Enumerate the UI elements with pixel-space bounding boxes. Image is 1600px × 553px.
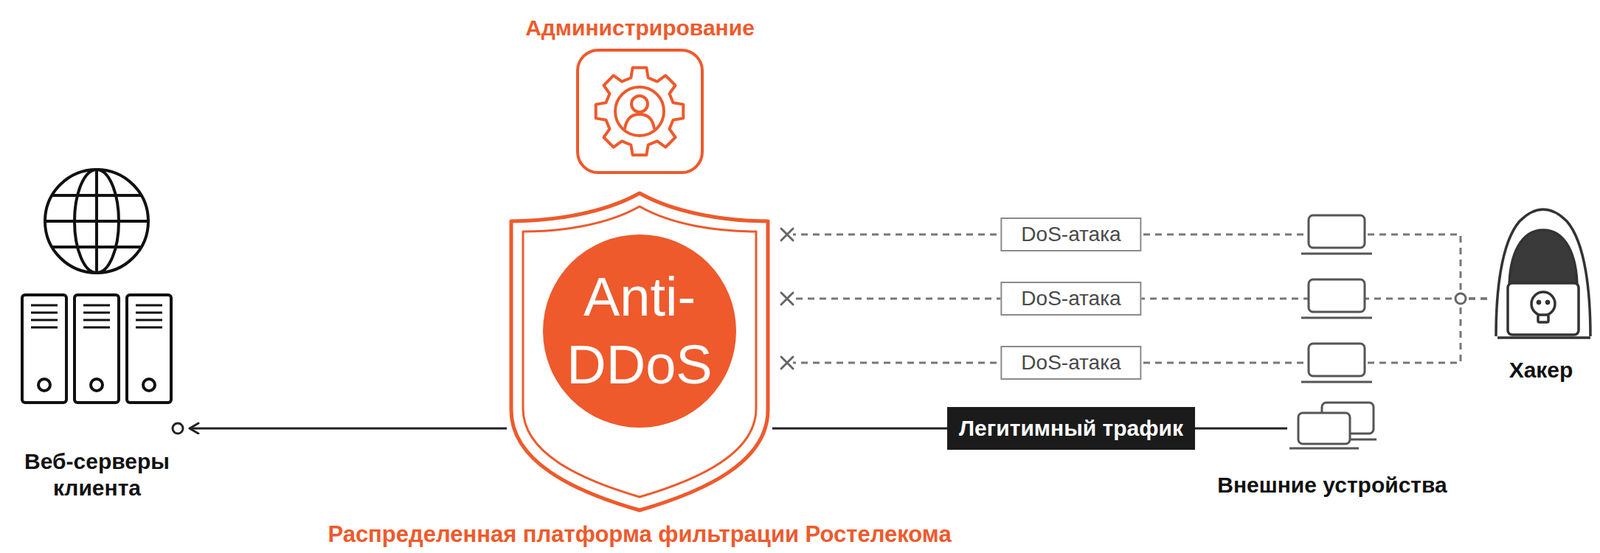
server-rack-icon <box>22 295 172 403</box>
attack-line <box>792 298 1488 363</box>
gear-person-icon <box>579 51 701 172</box>
node-label: Администрирование <box>525 14 755 42</box>
filter-platform-shield: Распределенная платформа фильтрации Рост… <box>506 188 773 515</box>
node-label: Распределенная платформа фильтрации Рост… <box>327 520 951 549</box>
anti-ddos-circle: Anti- DDoS <box>542 234 737 428</box>
block-mark <box>781 228 793 241</box>
node-label: Веб-серверы клиента <box>5 448 190 502</box>
node-label: Внешние устройства <box>1217 472 1448 499</box>
web-servers: Веб-серверы клиента <box>20 168 174 443</box>
external-devices-icon <box>1289 402 1377 449</box>
hacker-icon <box>1495 209 1591 338</box>
bot-laptops <box>1301 215 1373 383</box>
attack-label: DoS-атака <box>1000 281 1142 316</box>
globe-icon <box>44 169 149 273</box>
hacker: Хакер <box>1487 209 1595 343</box>
block-mark <box>781 357 793 369</box>
center-label: Anti- DDoS <box>554 263 725 400</box>
traffic-line <box>772 427 1288 431</box>
traffic-label: Легитимный трафик <box>947 407 1196 450</box>
junction-dot <box>1455 293 1466 304</box>
attack-label: DoS-атака <box>1000 217 1142 252</box>
block-mark <box>781 292 793 305</box>
traffic-line <box>189 427 507 431</box>
external-devices: Внешние устройства <box>1287 402 1378 450</box>
attack-label: DoS-атака <box>1000 345 1142 380</box>
admin-box: Администрирование <box>576 48 704 175</box>
node-label: Хакер <box>1509 357 1574 384</box>
terminal-dot <box>172 423 183 434</box>
attack-line <box>792 234 1488 299</box>
attack-line <box>792 298 1488 301</box>
